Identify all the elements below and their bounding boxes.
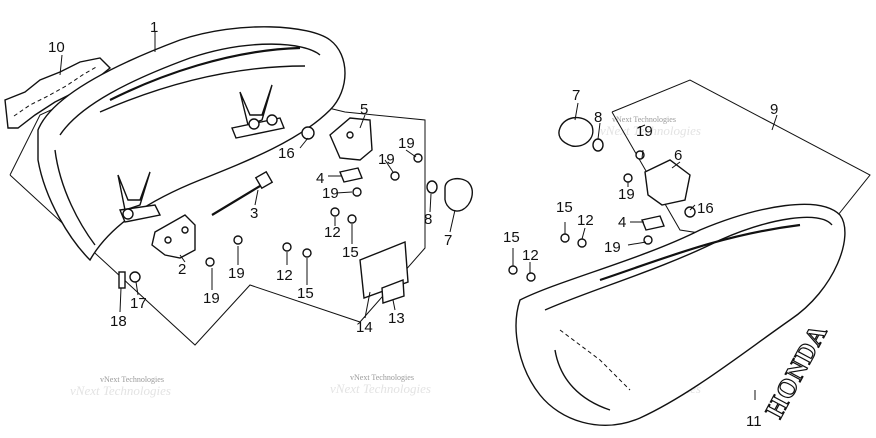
callout-12: 12 — [522, 247, 539, 264]
callout-15: 15 — [556, 199, 573, 216]
knob-left — [444, 177, 473, 212]
emblem-text: HONDA — [760, 319, 833, 422]
callout-18: 18 — [110, 313, 127, 330]
callout-19: 19 — [228, 265, 245, 282]
callout-12: 12 — [577, 212, 594, 229]
callout-7: 7 — [444, 232, 452, 249]
callout-7: 7 — [572, 87, 580, 104]
watermark: vNext Technologies — [350, 373, 414, 382]
callout-3: 3 — [250, 205, 258, 222]
left-lid-ridge-2 — [99, 65, 306, 113]
watermark-bg: vNext Technologies — [70, 383, 171, 398]
callout-2: 2 — [178, 261, 186, 278]
callout-10: 10 — [48, 39, 65, 56]
left-trunk-lid — [37, 26, 346, 262]
callout-13: 13 — [388, 310, 405, 327]
callout-4: 4 — [618, 214, 626, 231]
callout-4: 4 — [316, 170, 324, 187]
callout-12: 12 — [324, 224, 341, 241]
callout-15: 15 — [297, 285, 314, 302]
callout-19: 19 — [378, 151, 395, 168]
callout-8: 8 — [594, 109, 602, 126]
plate — [339, 167, 363, 183]
callout-9: 9 — [770, 101, 778, 118]
callout-8: 8 — [424, 211, 432, 228]
hinge-bracket-right — [644, 159, 691, 206]
right-trunk-lid — [515, 203, 846, 426]
washer-8-right — [592, 138, 604, 152]
callout-19: 19 — [618, 186, 635, 203]
callout-19: 19 — [322, 185, 339, 202]
callout-17: 17 — [130, 295, 147, 312]
nuts-washers-left — [118, 207, 357, 289]
hinge-bracket-upper — [329, 117, 373, 161]
hinge-bracket-left — [151, 214, 196, 259]
watermark: vNext Technologies — [612, 115, 676, 124]
callout-19: 19 — [604, 239, 621, 256]
callout-19: 19 — [636, 123, 653, 140]
bolts-left — [205, 153, 423, 267]
seal-strip-detail — [13, 65, 99, 117]
callout-19: 19 — [203, 290, 220, 307]
lid-hinge-fins — [117, 84, 285, 223]
small-label — [381, 279, 405, 304]
leader-lines — [59, 32, 778, 400]
washer-8 — [426, 180, 438, 194]
left-lid-edge — [54, 149, 96, 246]
callout-1: 1 — [150, 19, 158, 36]
left-lid-inner-rim — [59, 43, 321, 136]
callout-labels: 1 10 5 16 4 19 19 19 3 2 19 19 12 15 12 … — [48, 19, 778, 430]
watermark-bg: vNext Technologies — [330, 381, 431, 396]
right-lid-edge — [554, 349, 611, 411]
callout-6: 6 — [674, 147, 682, 164]
fasteners-right — [508, 150, 696, 282]
long-bolt — [211, 182, 266, 216]
right-assembly-boundary — [611, 79, 871, 251]
callout-16: 16 — [278, 145, 295, 162]
right-lid-ridge — [599, 223, 801, 282]
watermark: vNext Technologies — [100, 375, 164, 384]
callout-15: 15 — [342, 244, 359, 261]
callout-16: 16 — [697, 200, 714, 217]
honda-emblem: HONDA — [759, 319, 834, 424]
washer — [301, 126, 315, 140]
callout-15: 15 — [503, 229, 520, 246]
knob-right — [558, 116, 594, 147]
callout-19: 19 — [398, 135, 415, 152]
left-lid-ridge — [109, 46, 301, 101]
callout-5: 5 — [360, 101, 368, 118]
callout-11: 11 — [746, 413, 762, 430]
callout-12: 12 — [276, 267, 293, 284]
pin — [118, 271, 126, 289]
callout-14: 14 — [356, 319, 373, 336]
